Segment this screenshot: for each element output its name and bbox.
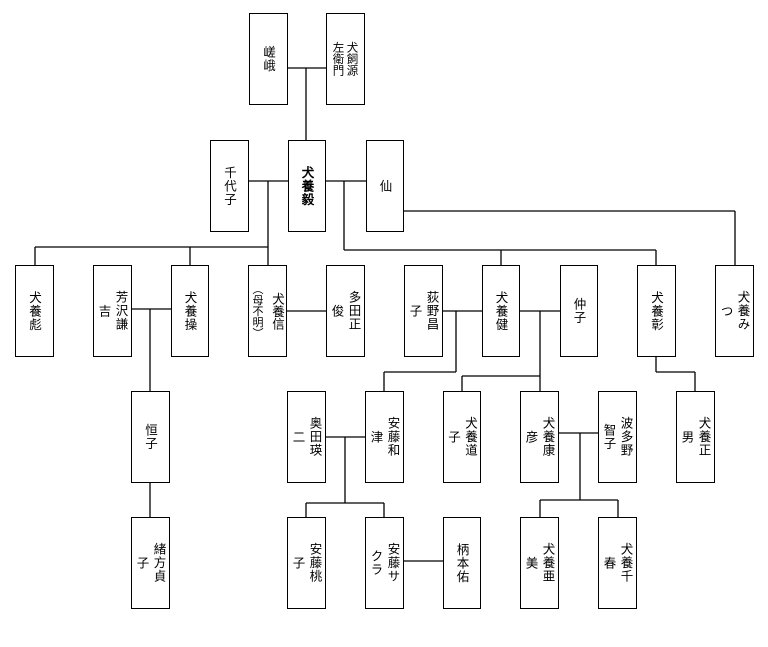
person-name: 犬飼源左衛門 xyxy=(331,41,360,77)
person-yoshizawa-kenkichi: 芳沢謙吉 xyxy=(93,265,132,357)
person-inukai-akira: 犬養彰 xyxy=(637,265,676,357)
person-emoto-tasuku: 柄本佑 xyxy=(443,517,481,609)
person-inukai-ami: 犬養亜美 xyxy=(520,517,559,609)
person-inukai-makoto: 犬養信 （母不明） xyxy=(248,265,287,357)
person-inukai-mitsu: 犬養みつ xyxy=(715,265,754,357)
person-name: 犬養康彦 xyxy=(523,416,556,458)
person-inukai-chiharu: 犬養千春 xyxy=(598,517,637,609)
person-name: 犬養彪 xyxy=(27,290,42,332)
person-name: 犬養信 （母不明） xyxy=(249,284,286,339)
person-hatano-tomoko: 波多野智子 xyxy=(598,391,637,483)
person-name: 多田正俊 xyxy=(329,290,362,332)
person-name: 奥田瑛二 xyxy=(290,416,323,458)
person-name: 安藤サクラ xyxy=(368,542,401,584)
person-name: 犬養正男 xyxy=(679,416,712,458)
person-saga: 嵯峨 xyxy=(249,13,288,105)
person-inukai-masao: 犬養正男 xyxy=(676,391,715,483)
person-inukai-yasuhiko: 犬養康彦 xyxy=(520,391,559,483)
person-name: 犬養毅 xyxy=(299,165,315,207)
person-name: 犬養千春 xyxy=(601,542,634,584)
person-name: 波多野智子 xyxy=(601,416,634,458)
person-name: 犬養彰 xyxy=(649,290,664,332)
person-ogino-masako: 荻野昌子 xyxy=(404,265,443,357)
person-name: 柄本佑 xyxy=(454,542,470,584)
person-tada-masatoshi: 多田正俊 xyxy=(326,265,365,357)
person-name: 仲子 xyxy=(571,297,587,325)
person-okuda-eiji: 奥田瑛二 xyxy=(287,391,326,483)
person-name: 荻野昌子 xyxy=(407,290,440,332)
person-name: 芳沢謙吉 xyxy=(96,290,129,332)
person-ando-sakura: 安藤サクラ xyxy=(365,517,404,609)
person-name: 千代子 xyxy=(222,165,237,207)
person-name: 犬養みつ xyxy=(718,290,751,332)
person-inukai-genzaemon: 犬飼源左衛門 xyxy=(326,13,365,105)
person-name: 恒子 xyxy=(143,423,158,451)
person-ando-kazu: 安藤和津 xyxy=(365,391,404,483)
person-sen: 仙 xyxy=(366,140,404,232)
person-nakako: 仲子 xyxy=(560,265,598,357)
person-name: 安藤桃子 xyxy=(290,542,323,584)
person-name: 緒方貞子 xyxy=(134,542,167,584)
person-inukai-hiko: 犬養彪 xyxy=(15,265,54,357)
person-inukai-misao: 犬養操 xyxy=(171,265,209,357)
person-ando-momoko: 安藤桃子 xyxy=(287,517,326,609)
person-name: 仙 xyxy=(377,179,393,193)
person-inukai-michiko: 犬養道子 xyxy=(443,391,481,483)
person-chiyoko: 千代子 xyxy=(210,140,249,232)
person-name: 犬養操 xyxy=(182,290,198,332)
name-note: （母不明） xyxy=(251,283,264,339)
person-name: 嵯峨 xyxy=(261,45,276,73)
person-name: 犬養亜美 xyxy=(523,542,556,584)
person-name: 犬養道子 xyxy=(446,416,478,458)
name-text: 犬養信 xyxy=(270,292,285,330)
person-tsuneko: 恒子 xyxy=(131,391,170,483)
person-ogata-sadako: 緒方貞子 xyxy=(131,517,170,609)
person-name: 安藤和津 xyxy=(368,416,401,458)
person-name: 犬養健 xyxy=(493,290,509,332)
person-inukai-ken: 犬養健 xyxy=(482,265,520,357)
person-inukai-takeshi: 犬養毅 xyxy=(288,140,326,232)
